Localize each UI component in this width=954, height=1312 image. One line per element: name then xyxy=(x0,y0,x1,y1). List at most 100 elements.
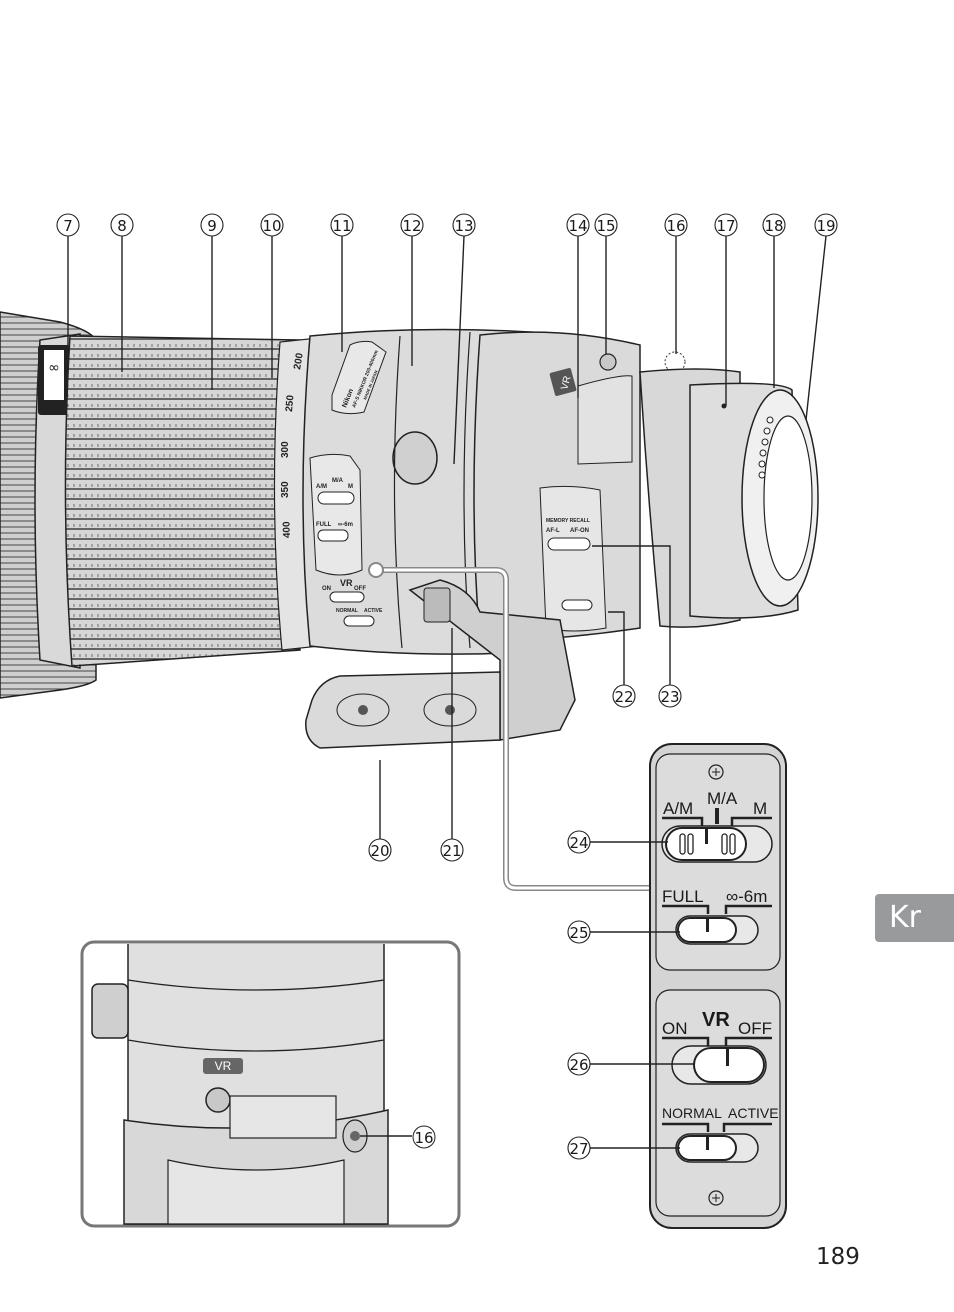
svg-text:17: 17 xyxy=(716,217,735,235)
svg-text:25: 25 xyxy=(569,924,588,942)
inset-lock-screw xyxy=(205,1087,231,1113)
zoom-scale-200: 200 xyxy=(292,352,306,371)
callout-25: 25 xyxy=(567,920,591,944)
tripod-knob xyxy=(91,983,129,1039)
svg-text:22: 22 xyxy=(614,688,633,706)
language-tab[interactable]: Kr xyxy=(875,894,954,942)
vr-lock-cover xyxy=(577,375,633,465)
svg-text:12: 12 xyxy=(402,217,421,235)
callout-10: 10 xyxy=(260,213,284,237)
svg-text:18: 18 xyxy=(764,217,783,235)
callout-11: 11 xyxy=(330,213,354,237)
page-number: 189 xyxy=(816,1244,860,1270)
callout-16: 16 xyxy=(664,213,688,237)
callout-21: 21 xyxy=(440,838,464,862)
callout-12: 12 xyxy=(400,213,424,237)
svg-text:16: 16 xyxy=(666,217,685,235)
bottom-callouts: 20 21 22 23 xyxy=(368,545,682,862)
svg-text:24: 24 xyxy=(569,834,588,852)
vr-lock-screw xyxy=(599,353,617,371)
svg-text:21: 21 xyxy=(442,842,461,860)
zoom-scale-350: 350 xyxy=(280,481,291,498)
svg-text:20: 20 xyxy=(370,842,389,860)
name-plate xyxy=(331,340,387,415)
callout-8: 8 xyxy=(110,213,134,237)
svg-text:23: 23 xyxy=(660,688,679,706)
panel-callouts: 24 25 26 27 xyxy=(567,830,694,1160)
svg-text:8: 8 xyxy=(117,217,127,235)
vr-badge: VR xyxy=(559,375,573,391)
callout-17: 17 xyxy=(714,213,738,237)
vr-title-label: VR xyxy=(702,1009,730,1031)
svg-text:14: 14 xyxy=(568,217,587,235)
lens-switch-panel xyxy=(309,453,363,576)
tripod-lock-knob xyxy=(392,431,438,485)
callout-27: 27 xyxy=(567,1136,591,1160)
svg-text:13: 13 xyxy=(454,217,473,235)
mini-inf: ∞-6m xyxy=(338,522,353,528)
mini-m: M xyxy=(348,484,353,490)
callout-26: 26 xyxy=(567,1052,591,1076)
callout-9: 9 xyxy=(200,213,224,237)
mounting-index xyxy=(721,403,727,409)
zoom-scale-400: 400 xyxy=(281,521,293,538)
leader-line xyxy=(805,235,827,421)
callout-23: 23 xyxy=(658,684,682,708)
focus-limit-inf-label: ∞-6m xyxy=(726,887,767,906)
af-on-label: AF-ON xyxy=(570,528,589,534)
infinity-mark: ∞ xyxy=(48,360,60,376)
focus-limit-full-label: FULL xyxy=(662,887,704,906)
callout-15: 15 xyxy=(594,213,618,237)
callout-24: 24 xyxy=(567,830,591,854)
mini-full: FULL xyxy=(316,522,332,528)
svg-text:9: 9 xyxy=(207,217,217,235)
callout-22: 22 xyxy=(612,684,636,708)
tripod-foot-lock xyxy=(423,587,451,623)
tripod-foot-stem xyxy=(408,579,576,741)
screw-icon xyxy=(708,764,724,780)
callout-inset-16: 16 xyxy=(414,1129,433,1147)
svg-text:27: 27 xyxy=(569,1140,588,1158)
focus-mode-ma-label: M/A xyxy=(707,789,738,808)
svg-text:11: 11 xyxy=(332,217,351,235)
leader-line xyxy=(608,611,625,685)
mini-normal: NORMAL xyxy=(336,608,358,614)
callout-18: 18 xyxy=(762,213,786,237)
callout-19: 19 xyxy=(814,213,838,237)
top-callouts: 7 8 9 10 11 12 13 14 15 16 17 18 19 xyxy=(56,213,838,465)
zoom-ring xyxy=(64,335,301,667)
vr-active-label: ACTIVE xyxy=(728,1105,779,1121)
screw-icon xyxy=(708,1190,724,1206)
lens-body: ∞ 200 250 300 350 400 Nikon AF-S NIKKOR … xyxy=(0,311,819,749)
mini-ma: M/A xyxy=(332,478,344,484)
mini-am: A/M xyxy=(316,484,327,490)
memory-recall-label: MEMORY RECALL xyxy=(546,518,590,524)
svg-text:26: 26 xyxy=(569,1056,588,1074)
leader-line xyxy=(453,235,465,465)
callout-13: 13 xyxy=(452,213,476,237)
callout-7: 7 xyxy=(56,213,80,237)
inset-vr-cover-view: VR 16 xyxy=(80,940,461,1228)
inset-vr-badge: VR xyxy=(215,1059,232,1073)
mini-vr: VR xyxy=(340,578,353,588)
vr-cover-hole xyxy=(664,351,686,373)
tripod-foot xyxy=(305,671,501,749)
switch-panel-enlargement: A/M M/A M FULL ∞-6m ON VR OFF NORMAL ACT… xyxy=(649,743,787,1229)
svg-text:19: 19 xyxy=(816,217,835,235)
svg-text:7: 7 xyxy=(63,217,73,235)
vr-off-label: OFF xyxy=(738,1019,772,1038)
leader-line xyxy=(592,545,671,685)
svg-text:10: 10 xyxy=(262,217,281,235)
vr-normal-label: NORMAL xyxy=(662,1105,722,1121)
callout-14: 14 xyxy=(566,213,590,237)
af-l-label: AF-L xyxy=(546,528,560,534)
zoom-scale-300: 300 xyxy=(280,441,291,458)
vr-on-label: ON xyxy=(662,1019,688,1038)
mini-off: OFF xyxy=(354,586,366,592)
callout-20: 20 xyxy=(368,838,392,862)
cpu-contacts xyxy=(758,416,774,479)
mini-active: ACTIVE xyxy=(364,608,383,614)
focus-mode-m-label: M xyxy=(753,799,767,818)
focus-mode-am-label: A/M xyxy=(663,799,693,818)
